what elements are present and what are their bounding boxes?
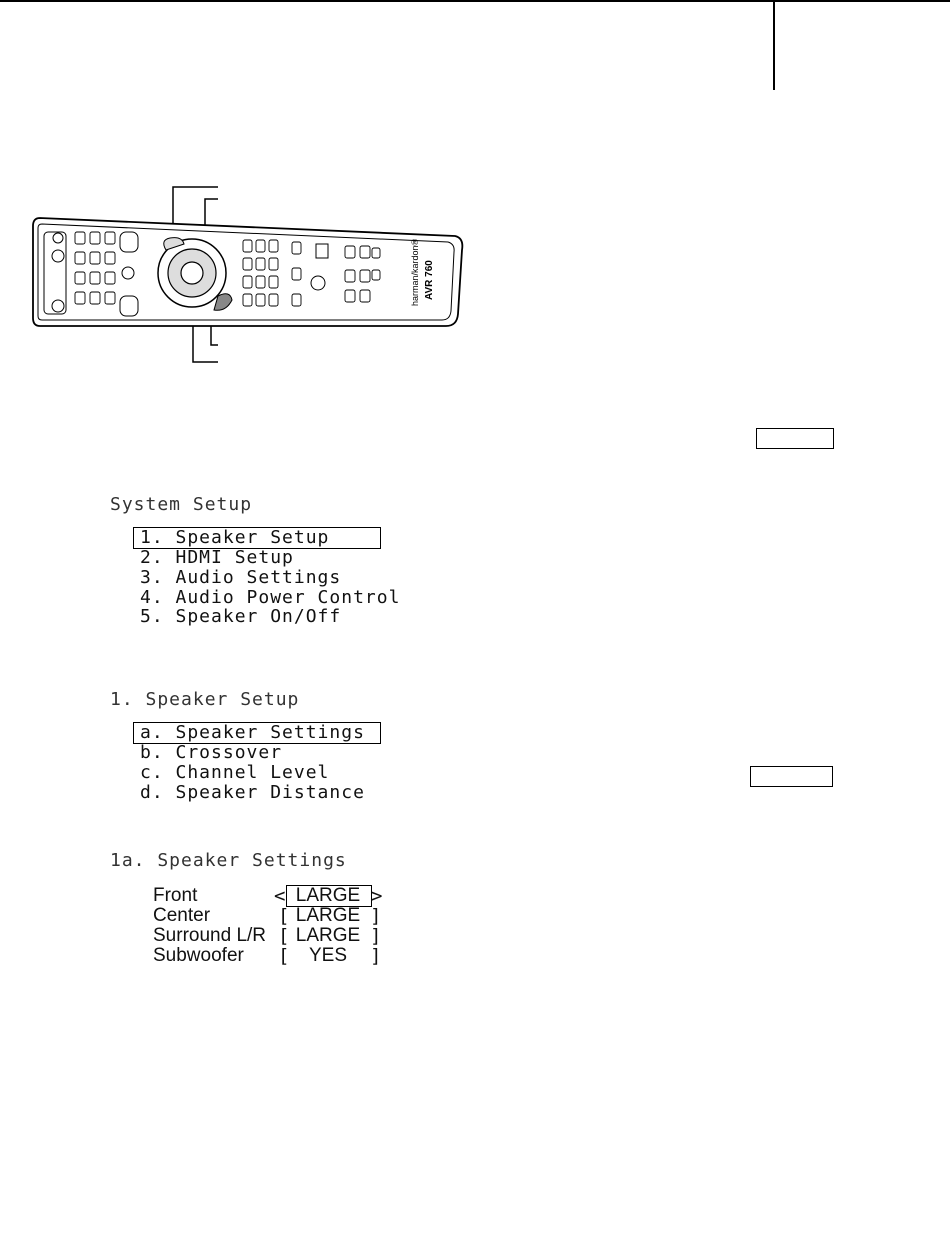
svg-text:AVR 760: AVR 760 <box>424 260 435 300</box>
osd-speaker-title: 1. Speaker Setup <box>110 689 300 710</box>
menu-item-audio-settings[interactable]: 3. Audio Settings <box>140 567 342 588</box>
menu-item-speaker-on-off[interactable]: 5. Speaker On/Off <box>140 606 342 627</box>
bracket-left: [ <box>278 925 290 947</box>
menu-item-crossover[interactable]: b. Crossover <box>140 742 283 763</box>
figure-label-box-1 <box>756 428 834 449</box>
svg-text:harman/kardon®: harman/kardon® <box>410 238 420 306</box>
bracket-right: ] <box>370 925 382 947</box>
setting-label-subwoofer: Subwoofer <box>153 945 244 966</box>
osd-settings-title: 1a. Speaker Settings <box>110 850 347 871</box>
setting-value-subwoofer[interactable]: YES <box>308 945 348 966</box>
bracket-left: [ <box>278 905 290 927</box>
arrow-left-icon[interactable]: < <box>274 885 286 907</box>
bracket-right: ] <box>370 905 382 927</box>
osd-system-title: System Setup <box>110 494 253 515</box>
arrow-right-icon[interactable]: > <box>371 885 383 907</box>
setting-label-surround: Surround L/R <box>153 925 267 946</box>
menu-item-audio-power-control[interactable]: 4. Audio Power Control <box>140 587 401 608</box>
bracket-right: ] <box>370 945 382 967</box>
menu-item-channel-level[interactable]: c. Channel Level <box>140 762 330 783</box>
column-rule <box>773 0 775 90</box>
bracket-left: [ <box>278 945 290 967</box>
setting-label-center: Center <box>153 905 211 926</box>
setting-value-center[interactable]: LARGE <box>295 905 361 926</box>
setting-label-front: Front <box>153 885 198 906</box>
selection-highlight <box>133 527 381 549</box>
selection-highlight <box>133 722 381 744</box>
setting-value-front[interactable]: LARGE <box>295 885 361 906</box>
selection-highlight <box>286 885 372 907</box>
menu-item-speaker-distance[interactable]: d. Speaker Distance <box>140 782 365 803</box>
setting-value-surround[interactable]: LARGE <box>295 925 361 946</box>
top-rule <box>0 0 950 2</box>
figure-label-box-2 <box>750 766 833 787</box>
menu-item-hdmi-setup[interactable]: 2. HDMI Setup <box>140 547 294 568</box>
menu-item-speaker-setup[interactable]: 1. Speaker Setup <box>140 527 330 548</box>
remote-illustration: harman/kardon® AVR 760 <box>32 186 464 363</box>
menu-item-speaker-settings[interactable]: a. Speaker Settings <box>140 722 365 743</box>
